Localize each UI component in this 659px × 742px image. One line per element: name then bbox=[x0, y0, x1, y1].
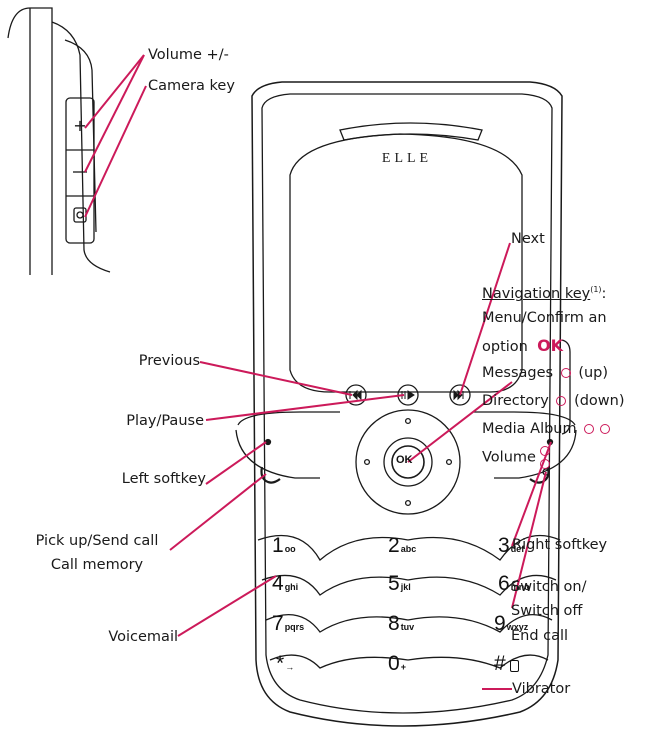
label-pick-up: Pick up/Send call bbox=[35, 533, 159, 549]
side-view: + bbox=[7, 7, 111, 275]
key-7[interactable]: 7pqrs bbox=[272, 612, 305, 635]
label-menu-confirm: Menu/Confirm an bbox=[482, 310, 607, 326]
messages-dir: (up) bbox=[578, 365, 609, 381]
label-voicemail: Voicemail bbox=[108, 629, 178, 645]
phone-body: ELLE bbox=[235, 81, 577, 727]
navigation-key bbox=[355, 409, 461, 515]
key-hash[interactable]: # bbox=[494, 652, 519, 676]
ok-mark: OK bbox=[537, 336, 564, 355]
messages-text: Messages bbox=[482, 365, 554, 381]
key-8[interactable]: 8tuv bbox=[388, 612, 415, 635]
media-album-text: Media Album bbox=[482, 421, 577, 437]
call-icon bbox=[260, 466, 281, 484]
key-6[interactable]: 6mno bbox=[498, 572, 530, 595]
nav-right-icon bbox=[600, 424, 611, 434]
nav-up-down-icon bbox=[539, 446, 550, 469]
label-navigation-key: Navigation key(1): bbox=[482, 285, 607, 302]
label-left-softkey: Left softkey bbox=[121, 471, 206, 487]
screen bbox=[289, 133, 523, 393]
label-messages: Messages (up) bbox=[482, 364, 608, 382]
label-option-ok: option OK bbox=[482, 337, 563, 356]
label-volume: Volume +/- bbox=[148, 47, 229, 63]
nav-left-icon bbox=[584, 424, 595, 434]
label-right-softkey: Right softkey bbox=[512, 537, 608, 553]
nav-up-icon bbox=[560, 368, 571, 378]
navigation-key-text: Navigation key bbox=[482, 285, 591, 302]
key-5[interactable]: 5jkl bbox=[388, 572, 411, 595]
label-volume-nav: Volume bbox=[482, 446, 550, 469]
key-star[interactable]: *→ bbox=[276, 652, 295, 675]
next-button bbox=[449, 384, 471, 406]
brand-logo: ELLE bbox=[382, 151, 432, 166]
ok-key[interactable]: OK bbox=[396, 454, 413, 466]
key-2[interactable]: 2abc bbox=[388, 534, 417, 557]
directory-dir: (down) bbox=[574, 393, 625, 409]
key-1[interactable]: 1oo bbox=[272, 534, 296, 557]
label-play-pause: Play/Pause bbox=[126, 413, 204, 429]
key-9[interactable]: 9wxyz bbox=[494, 612, 529, 635]
previous-button bbox=[345, 384, 367, 406]
nav-down-icon bbox=[556, 396, 567, 406]
label-previous: Previous bbox=[138, 353, 200, 369]
label-switch-off: Switch off bbox=[511, 603, 583, 619]
camera-icon bbox=[73, 207, 87, 223]
plus-symbol: + bbox=[73, 116, 86, 135]
directory-text: Directory bbox=[482, 393, 549, 409]
navigation-key-note: (1) bbox=[590, 285, 602, 294]
volume-nav-text: Volume bbox=[482, 449, 536, 466]
key-0[interactable]: 0+ bbox=[388, 652, 406, 675]
label-end-call: End call bbox=[511, 628, 569, 644]
label-call-memory: Call memory bbox=[50, 557, 144, 573]
label-camera-key: Camera key bbox=[148, 78, 235, 94]
label-next: Next bbox=[511, 231, 545, 247]
vibrator-icon bbox=[509, 659, 519, 672]
label-switch-on: Switch on/ bbox=[511, 579, 587, 595]
key-4[interactable]: 4ghi bbox=[272, 572, 299, 595]
callout-lines bbox=[84, 54, 552, 690]
key-3[interactable]: 3def bbox=[498, 534, 525, 557]
label-media-album: Media Album bbox=[482, 420, 613, 438]
label-directory: Directory (down) bbox=[482, 392, 625, 410]
option-text: option bbox=[482, 339, 528, 355]
label-vibrator: Vibrator bbox=[512, 681, 571, 697]
